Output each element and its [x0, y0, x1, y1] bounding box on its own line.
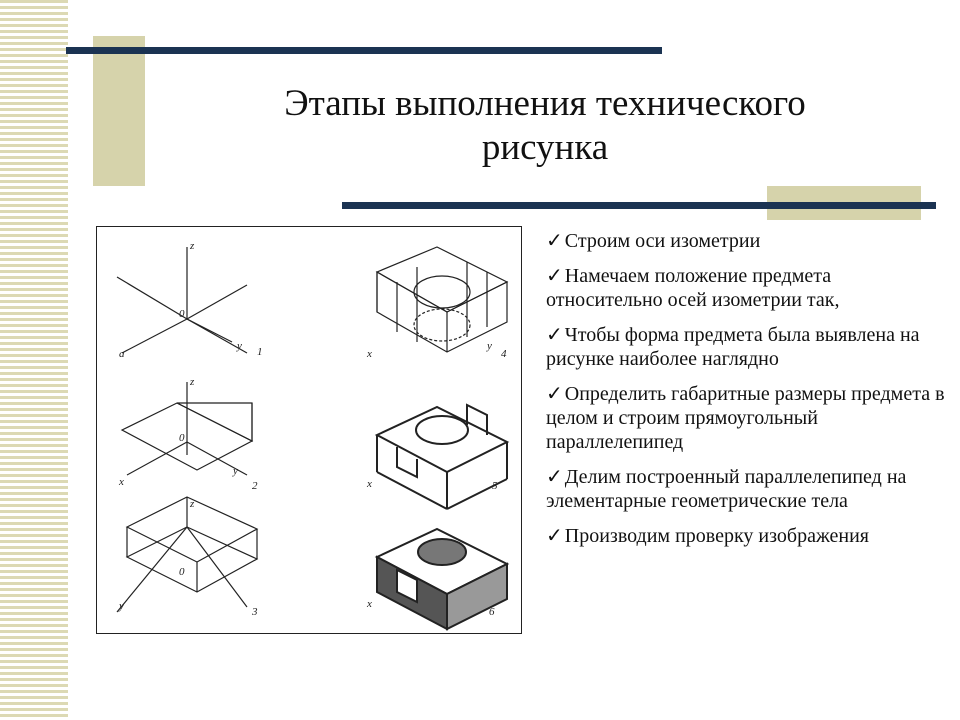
isometric-steps-svg: z 0 а y 1 z 0 x y 2 z 0 y 3 x y 4 x 5 x …	[116, 240, 510, 631]
step-item-6: ✓Производим проверку изображения	[546, 524, 946, 548]
step-item-5: ✓Делим построенный параллелепипед на эле…	[546, 465, 946, 513]
step-number-5: 5	[492, 480, 498, 492]
step-item-4: ✓Определить габаритные размеры предмета …	[546, 382, 946, 454]
axis-label-z-3: z	[189, 498, 195, 510]
slide-title: Этапы выполнения технического рисунка	[150, 82, 940, 170]
axis-label-y-1: y	[236, 340, 242, 352]
step-text: Строим оси изометрии	[564, 230, 761, 252]
step-number-4: 4	[501, 348, 507, 360]
step-number-6: 6	[489, 606, 495, 618]
axis-label-x-6: x	[366, 598, 372, 610]
step-text: Производим проверку изображения	[564, 525, 869, 547]
axis-label-z-2: z	[189, 376, 195, 388]
step-2-plane	[120, 382, 254, 476]
step-4-construction	[375, 246, 509, 353]
middle-accent-line	[342, 202, 936, 209]
axis-label-x-4: x	[366, 348, 372, 360]
steps-list: ✓Строим оси изометрии ✓Намечаем положени…	[546, 229, 946, 559]
step-text: Делим построенный параллелепипед на элем…	[546, 466, 907, 512]
step-text: Чтобы форма предмета была выявлена на ри…	[546, 324, 920, 370]
check-icon: ✓	[546, 230, 563, 252]
step-text: Определить габаритные размеры предмета в…	[546, 383, 945, 453]
step-item-1: ✓Строим оси изометрии	[546, 229, 946, 253]
axis-label-a-1: а	[119, 348, 125, 360]
check-icon: ✓	[546, 324, 563, 346]
step-number-3: 3	[251, 606, 258, 618]
axis-label-origin-2: 0	[179, 432, 185, 444]
axis-label-y-4: y	[486, 340, 492, 352]
step-item-3: ✓Чтобы форма предмета была выявлена на р…	[546, 323, 946, 371]
axis-label-z-1: z	[189, 240, 195, 252]
check-icon: ✓	[546, 525, 563, 547]
axis-label-origin-3: 0	[179, 566, 185, 578]
step-6-finished	[374, 527, 510, 631]
title-line-1: Этапы выполнения технического	[284, 83, 806, 124]
check-icon: ✓	[546, 265, 563, 287]
step-number-1: 1	[257, 346, 263, 358]
step-text: Намечаем положение предмета относительно…	[546, 265, 840, 311]
axis-label-origin-1: 0	[179, 308, 185, 320]
isometric-drawing-figure: z 0 а y 1 z 0 x y 2 z 0 y 3 x y 4 x 5 x …	[96, 226, 522, 634]
axis-label-x-5: x	[366, 478, 372, 490]
step-3-box	[116, 496, 259, 613]
axis-label-y-3: y	[118, 600, 124, 612]
left-stripe-decoration	[0, 0, 68, 720]
step-1-axes	[116, 247, 248, 354]
check-icon: ✓	[546, 383, 563, 405]
step-5-outline	[374, 403, 510, 510]
axis-label-x-2: x	[118, 476, 124, 488]
top-accent-line	[66, 47, 662, 54]
title-line-2: рисунка	[481, 127, 609, 168]
step-item-2: ✓Намечаем положение предмета относительн…	[546, 264, 946, 312]
title-accent-block	[93, 36, 145, 186]
step-number-2: 2	[252, 480, 258, 492]
axis-label-y-2: y	[232, 465, 238, 477]
check-icon: ✓	[546, 466, 563, 488]
